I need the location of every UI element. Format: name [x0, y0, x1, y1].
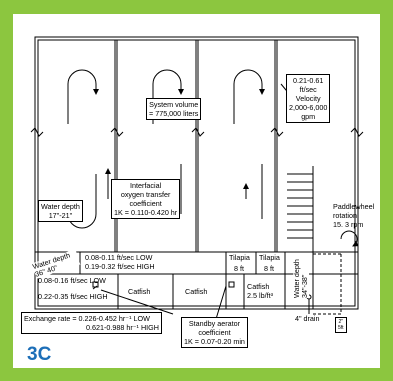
break-mark-left — [30, 127, 44, 137]
velocity-lowhigh-1: 0.08-0.11 ft/sec LOW 0.19-0.32 ft/sec HI… — [85, 253, 155, 271]
flow-arrow-3 — [233, 69, 265, 124]
flow-arrow-1 — [67, 69, 99, 124]
rotation-arrow — [340, 230, 359, 247]
tilapia-2-label: Tilapia — [259, 253, 280, 262]
aerator-square-2 — [228, 281, 235, 288]
tilapia-1-dim: 8 ft — [234, 264, 244, 273]
velocity-lowhigh-2: 0.08-0.16 ft/sec LOW 0.22-0.35 ft/sec HI… — [38, 276, 108, 301]
catfish-3-label: Catfish 2.5 lb/ft³ — [247, 282, 273, 300]
paddlewheel-label: Paddlewheel rotation 15. 3 rpm — [333, 202, 375, 229]
catfish-1-label: Catfish — [128, 287, 151, 296]
standby-aerator-label: Standby aerator coefficient 1K = 0.07-0.… — [181, 317, 248, 348]
figure-id: 3C — [27, 344, 52, 365]
exchange-rate-label: Exchange rate = 0.226-0.452 hr⁻¹ LOW 0.6… — [21, 312, 162, 334]
system-volume-label: System volume = 775,000 liters — [146, 98, 202, 120]
aerator-square-1 — [92, 281, 99, 288]
small-box-label: 2" 5ft — [335, 317, 347, 333]
break-mark-right — [350, 127, 364, 137]
lower-bay-row-2 — [34, 273, 359, 310]
diagram-panel: System volume = 775,000 liters 0.21-0.61… — [13, 14, 380, 368]
lower-bay-row-1 — [34, 251, 359, 275]
tilapia-1-label: Tilapia — [229, 253, 250, 262]
flow-arrow-2 — [152, 69, 184, 124]
water-depth-left-label: Water depth 17"-21" — [38, 200, 83, 222]
kla-interfacial: 1K = 0.110-0.420 hr — [114, 208, 178, 217]
tilapia-2-dim: 8 ft — [264, 264, 274, 273]
water-depth-right-label: Water depth 34"-38" — [292, 259, 309, 298]
standby-kla: 1K = 0.07-0.20 min — [184, 337, 245, 346]
velocity-label: 0.21-0.61 ft/sec Velocity 2,000-6,000 gp… — [286, 74, 331, 123]
drain-label: 4" drain — [295, 314, 320, 323]
catfish-2-label: Catfish — [185, 287, 208, 296]
interfacial-coefficient-label: Interfacial oxygen transfer coefficient … — [111, 179, 181, 219]
